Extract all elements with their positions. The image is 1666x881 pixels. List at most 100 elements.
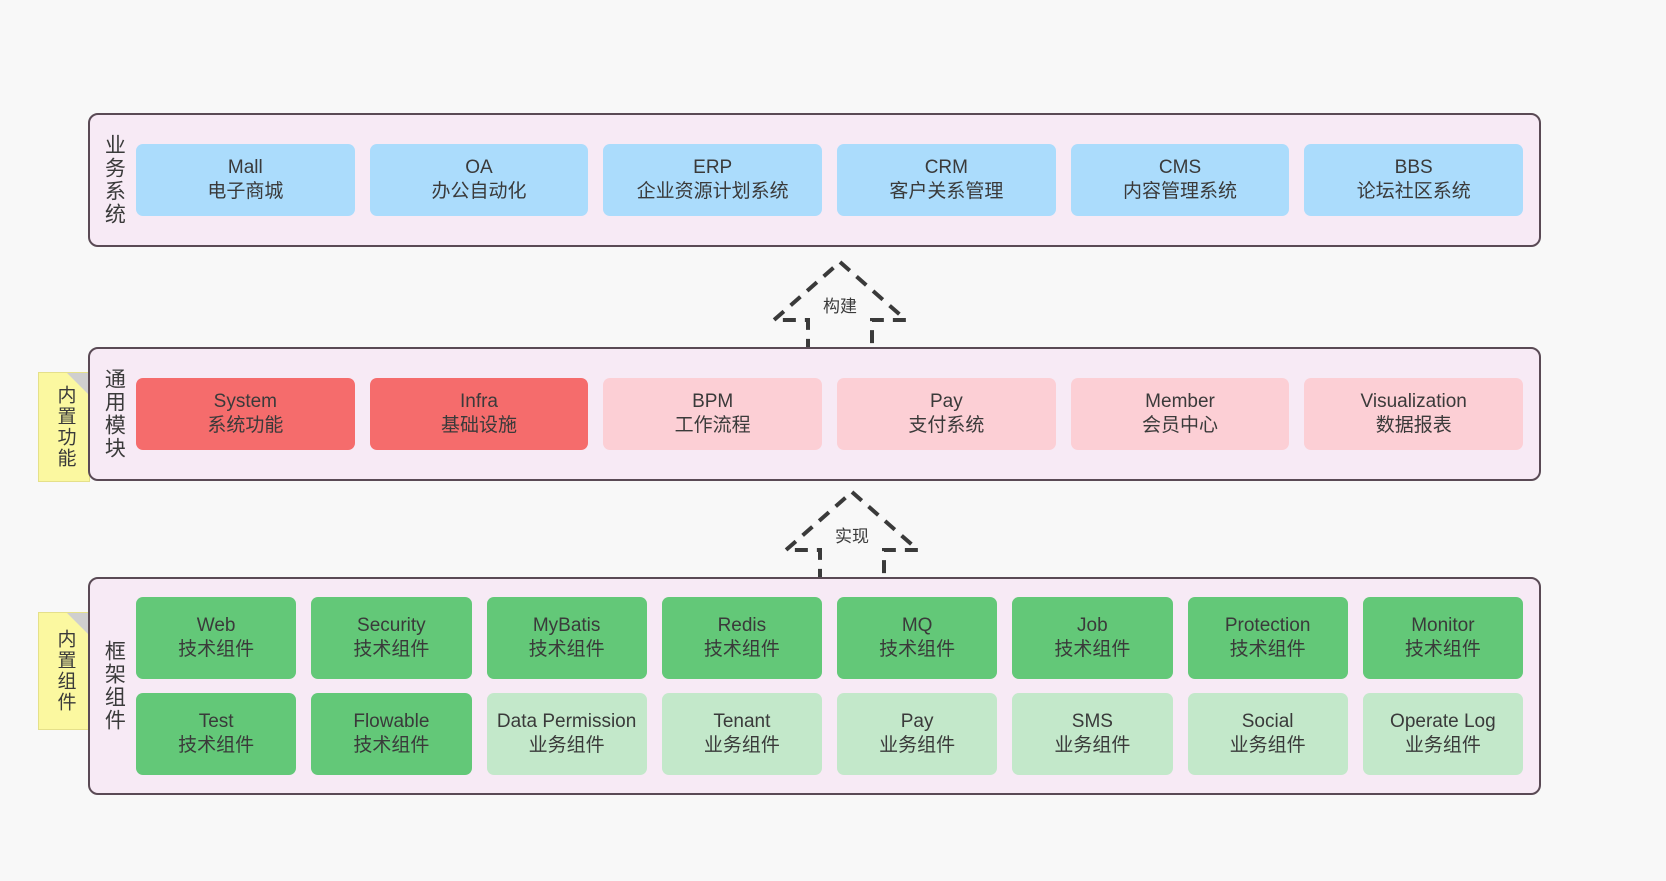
card-sms[interactable]: SMS 业务组件	[1012, 693, 1173, 775]
card-subtitle: 技术组件	[1229, 639, 1306, 660]
card-title: Visualization	[1360, 391, 1467, 413]
card-redis[interactable]: Redis 技术组件	[661, 597, 822, 679]
card-title: BPM	[692, 391, 734, 413]
card-subtitle: 技术组件	[1404, 639, 1481, 660]
sticky-note-builtin-components: 内置组件	[38, 612, 90, 730]
layer-body-framework: Web 技术组件 Security 技术组件 MyBatis 技术组件 Redi…	[136, 579, 1539, 793]
card-title: CMS	[1158, 157, 1202, 179]
card-title: SMS	[1071, 711, 1113, 733]
card-title: Infra	[459, 391, 499, 413]
card-subtitle: 业务组件	[1404, 735, 1481, 756]
card-subtitle: 技术组件	[1054, 639, 1131, 660]
card-title: Redis	[717, 615, 767, 637]
card-subtitle: 工作流程	[674, 415, 751, 436]
card-subtitle: 论坛社区系统	[1356, 181, 1471, 202]
card-title: Pay	[929, 391, 963, 413]
sticky-label: 内置组件	[54, 629, 76, 713]
card-cms[interactable]: CMS 内容管理系统	[1070, 144, 1290, 216]
layer-body-business: Mall 电子商城 OA 办公自动化 ERP 企业资源计划系统 CRM 客户关系…	[136, 115, 1539, 245]
card-oa[interactable]: OA 办公自动化	[369, 144, 589, 216]
card-social[interactable]: Social 业务组件	[1187, 693, 1348, 775]
card-subtitle: 业务组件	[703, 735, 780, 756]
card-pay-business[interactable]: Pay 业务组件	[837, 693, 998, 775]
card-tenant[interactable]: Tenant 业务组件	[661, 693, 822, 775]
card-title: MyBatis	[532, 615, 601, 637]
card-pay[interactable]: Pay 支付系统	[837, 378, 1056, 450]
common-card-row: System 系统功能 Infra 基础设施 BPM 工作流程 Pay 支付系统…	[136, 378, 1524, 450]
card-bbs[interactable]: BBS 论坛社区系统	[1304, 144, 1524, 216]
card-title: Protection	[1224, 615, 1311, 637]
card-visualization[interactable]: Visualization 数据报表	[1304, 378, 1524, 450]
card-monitor[interactable]: Monitor 技术组件	[1362, 597, 1523, 679]
business-card-row: Mall 电子商城 OA 办公自动化 ERP 企业资源计划系统 CRM 客户关系…	[136, 144, 1524, 216]
layer-title-framework: 框架组件	[102, 640, 126, 732]
card-erp[interactable]: ERP 企业资源计划系统	[603, 144, 823, 216]
card-title: Monitor	[1411, 615, 1475, 637]
card-mq[interactable]: MQ 技术组件	[837, 597, 998, 679]
card-title: Member	[1145, 391, 1215, 413]
card-security[interactable]: Security 技术组件	[311, 597, 472, 679]
sticky-note-builtin-functions: 内置功能	[38, 372, 90, 482]
card-infra[interactable]: Infra 基础设施	[369, 378, 589, 450]
card-title: Pay	[900, 711, 934, 733]
card-title: Test	[198, 711, 234, 733]
layer-framework-components: 框架组件 Web 技术组件 Security 技术组件 MyBatis 技术组件…	[88, 577, 1541, 795]
card-job[interactable]: Job 技术组件	[1012, 597, 1173, 679]
card-subtitle: 技术组件	[178, 735, 255, 756]
card-subtitle: 基础设施	[441, 415, 518, 436]
framework-card-row-tech: Web 技术组件 Security 技术组件 MyBatis 技术组件 Redi…	[136, 597, 1523, 679]
card-title: System	[213, 391, 278, 413]
arrow-build: 构建	[760, 258, 920, 355]
card-subtitle: 技术组件	[703, 639, 780, 660]
card-subtitle: 技术组件	[178, 639, 255, 660]
card-subtitle: 支付系统	[908, 415, 985, 436]
card-data-permission[interactable]: Data Permission 业务组件	[486, 693, 647, 775]
card-title: MQ	[901, 615, 933, 637]
card-title: BBS	[1394, 157, 1433, 179]
sticky-label: 内置功能	[54, 385, 76, 469]
fold-corner-icon	[67, 613, 89, 635]
card-subtitle: 客户关系管理	[889, 181, 1004, 202]
card-subtitle: 企业资源计划系统	[636, 181, 789, 202]
card-protection[interactable]: Protection 技术组件	[1187, 597, 1348, 679]
card-operate-log[interactable]: Operate Log 业务组件	[1362, 693, 1523, 775]
card-subtitle: 业务组件	[879, 735, 956, 756]
fold-corner-icon	[67, 373, 89, 395]
card-subtitle: 内容管理系统	[1123, 181, 1238, 202]
layer-title-common: 通用模块	[102, 368, 126, 460]
card-title: Tenant	[713, 711, 771, 733]
card-mall[interactable]: Mall 电子商城	[136, 144, 355, 216]
card-subtitle: 业务组件	[528, 735, 605, 756]
card-title: Job	[1077, 615, 1108, 637]
card-subtitle: 数据报表	[1375, 415, 1452, 436]
layer-title-business: 业务系统	[102, 134, 126, 226]
card-title: Operate Log	[1390, 711, 1496, 733]
card-crm[interactable]: CRM 客户关系管理	[837, 144, 1056, 216]
card-subtitle: 技术组件	[353, 639, 430, 660]
card-web[interactable]: Web 技术组件	[136, 597, 297, 679]
card-subtitle: 技术组件	[353, 735, 430, 756]
card-subtitle: 会员中心	[1142, 415, 1219, 436]
card-subtitle: 系统功能	[207, 415, 284, 436]
layer-business-systems: 业务系统 Mall 电子商城 OA 办公自动化 ERP 企业资源计划系统 CRM…	[88, 113, 1541, 247]
card-title: Social	[1241, 711, 1294, 733]
card-title: Data Permission	[496, 711, 637, 733]
card-title: ERP	[693, 157, 733, 179]
framework-card-row-business: Test 技术组件 Flowable 技术组件 Data Permission …	[136, 693, 1523, 775]
card-flowable[interactable]: Flowable 技术组件	[311, 693, 472, 775]
card-mybatis[interactable]: MyBatis 技术组件	[486, 597, 647, 679]
card-title: Security	[357, 615, 426, 637]
layer-body-common: System 系统功能 Infra 基础设施 BPM 工作流程 Pay 支付系统…	[136, 349, 1539, 479]
card-title: Web	[196, 615, 236, 637]
card-test[interactable]: Test 技术组件	[136, 693, 297, 775]
card-member[interactable]: Member 会员中心	[1070, 378, 1290, 450]
card-system[interactable]: System 系统功能	[136, 378, 355, 450]
card-bpm[interactable]: BPM 工作流程	[603, 378, 823, 450]
card-title: Flowable	[353, 711, 430, 733]
card-title: Mall	[227, 157, 263, 179]
card-subtitle: 技术组件	[528, 639, 605, 660]
card-title: OA	[465, 157, 493, 179]
layer-common-modules: 通用模块 System 系统功能 Infra 基础设施 BPM 工作流程 Pay…	[88, 347, 1541, 481]
card-subtitle: 技术组件	[879, 639, 956, 660]
